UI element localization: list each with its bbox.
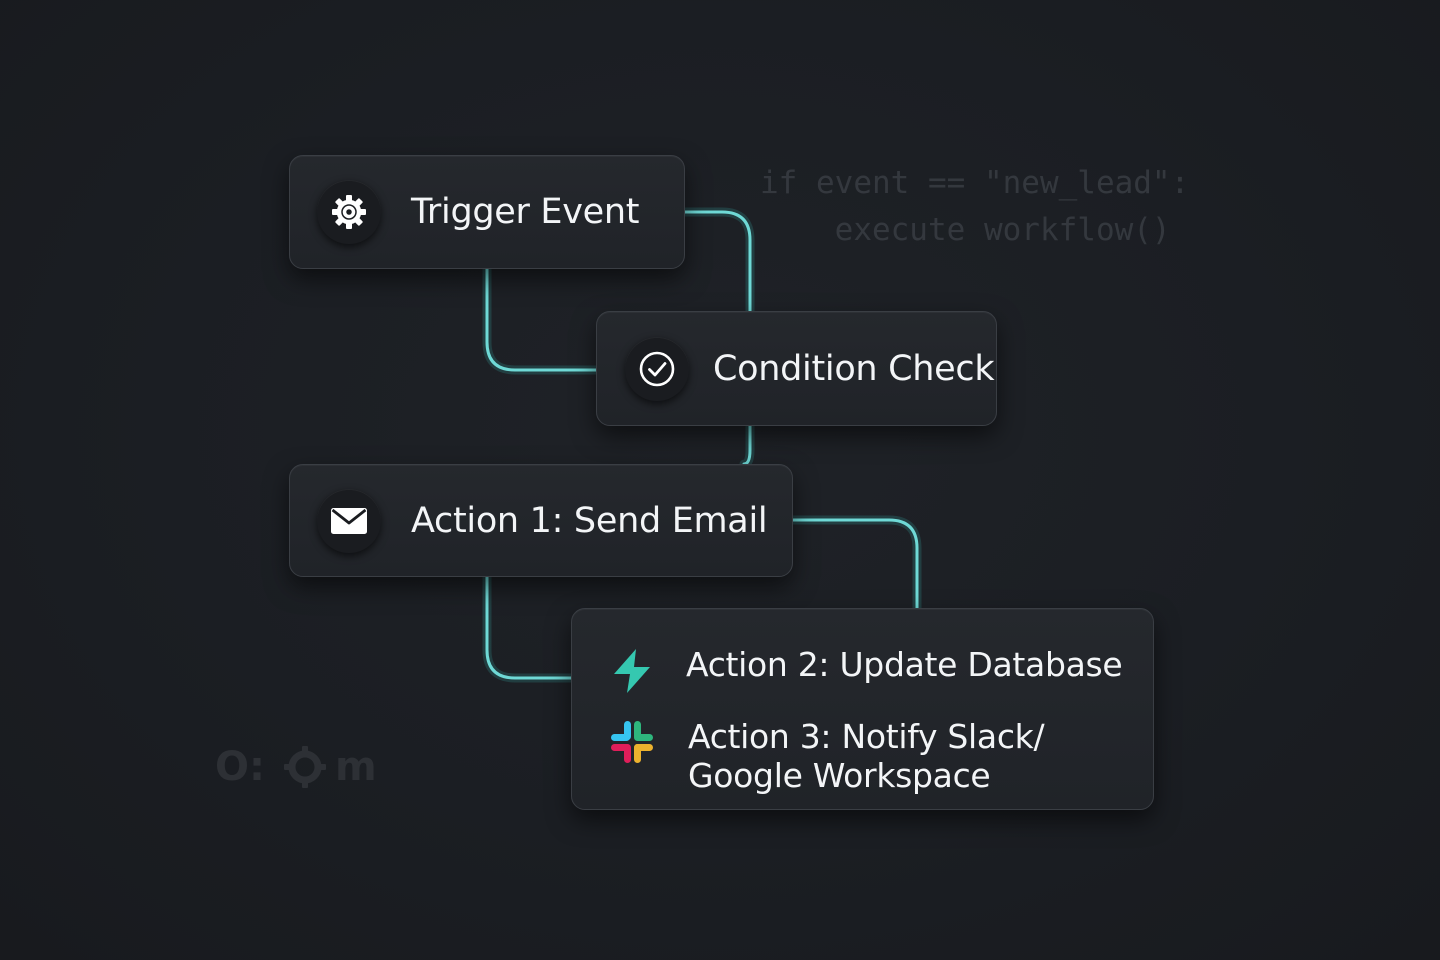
watermark-suffix: m xyxy=(335,744,377,790)
action-notify-slack-row[interactable]: Action 3: Notify Slack/ Google Workspace xyxy=(572,717,1153,795)
connector-action1-to-actions xyxy=(791,518,919,610)
code-snippet: if event == "new_lead": execute workflow… xyxy=(760,160,1189,254)
connector-condition-to-action1 xyxy=(742,424,752,466)
code-line-1: if event == "new_lead": xyxy=(760,165,1190,201)
gear-icon xyxy=(317,180,381,244)
watermark-logo: O: m xyxy=(215,744,377,790)
check-circle-icon xyxy=(625,336,689,401)
node-action-send-email-label: Action 1: Send Email xyxy=(411,500,768,541)
node-actions-group[interactable]: Action 2: Update Database Action 3: Noti… xyxy=(571,608,1154,810)
slack-icon xyxy=(609,719,655,769)
node-trigger-event[interactable]: Trigger Event xyxy=(289,155,685,269)
connector-trigger-to-condition-left xyxy=(485,267,598,372)
connector-trigger-to-condition xyxy=(683,210,752,313)
action-update-database-row[interactable]: Action 2: Update Database xyxy=(572,645,1153,699)
code-line-2: execute workflow() xyxy=(760,212,1171,248)
node-trigger-event-label: Trigger Event xyxy=(411,192,640,232)
node-action-send-email[interactable]: Action 1: Send Email xyxy=(289,464,793,577)
connector-action1-to-actions-left xyxy=(485,575,573,680)
action-notify-slack-label: Action 3: Notify Slack/ Google Workspace xyxy=(688,717,1045,795)
lightning-bolt-icon xyxy=(608,647,656,699)
node-condition-check-label: Condition Check xyxy=(713,348,995,389)
watermark-prefix: O: xyxy=(215,744,265,790)
node-condition-check[interactable]: Condition Check xyxy=(596,311,997,426)
action-update-database-label: Action 2: Update Database xyxy=(686,645,1123,684)
mail-icon xyxy=(317,488,381,553)
watermark-gear-icon xyxy=(284,746,326,788)
